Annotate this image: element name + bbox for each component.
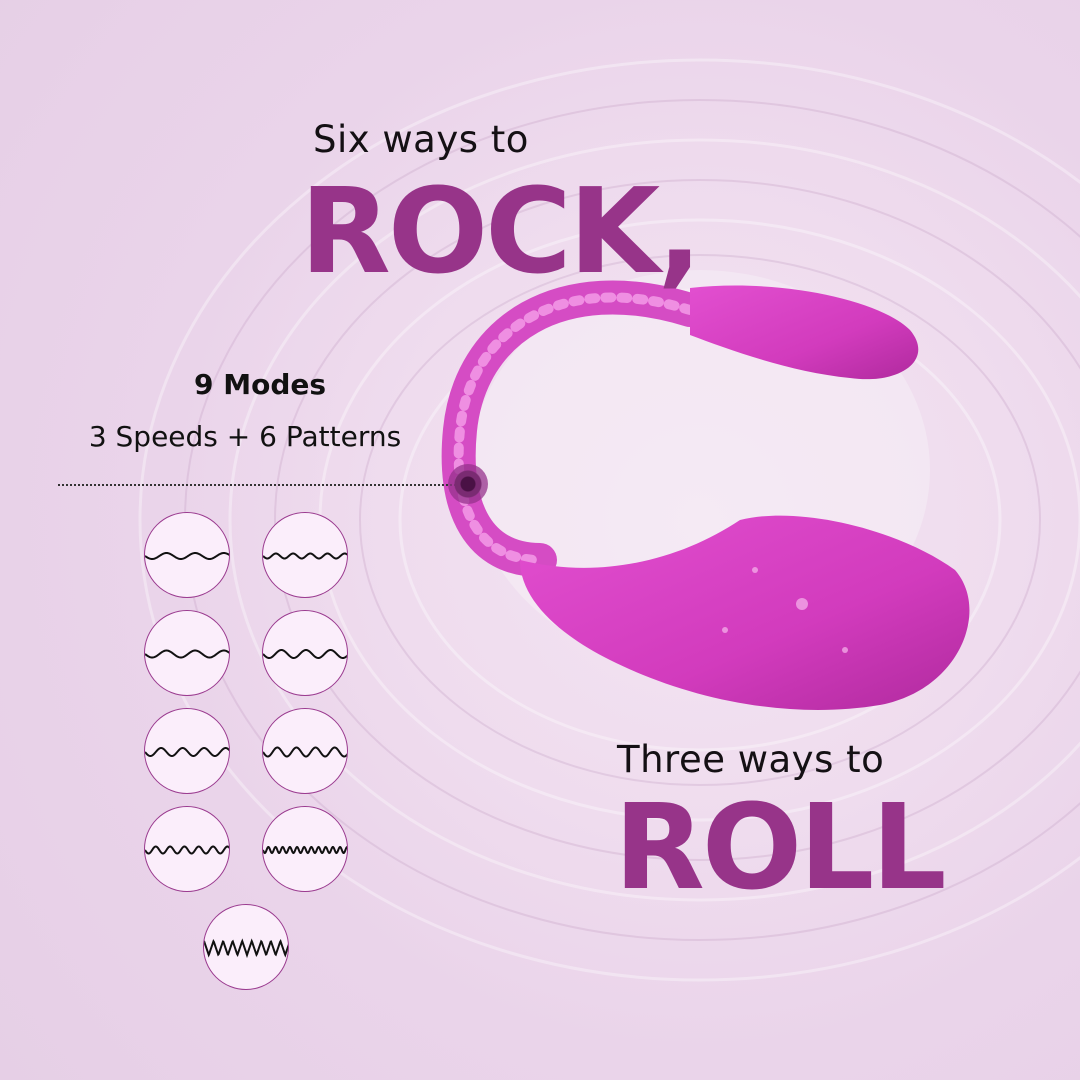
headline-three-ways: Three ways to — [617, 738, 885, 781]
mode-2-wave-icon — [262, 512, 348, 598]
dotted-leader-line — [58, 484, 468, 486]
mode-9-zigzag-icon — [203, 904, 289, 990]
headline-roll: ROLL — [614, 778, 947, 916]
mode-1-wave-icon — [144, 512, 230, 598]
modes-title: 9 Modes — [193, 368, 327, 401]
mode-8-wave-icon — [262, 806, 348, 892]
control-button-marker — [448, 464, 488, 504]
mode-7-wave-icon — [144, 806, 230, 892]
mode-5-wave-icon — [144, 708, 230, 794]
modes-subtitle: 3 Speeds + 6 Patterns — [88, 420, 402, 453]
mode-4-wave-icon — [262, 610, 348, 696]
mode-3-wave-icon — [144, 610, 230, 696]
mode-6-wave-icon — [262, 708, 348, 794]
headline-six-ways: Six ways to — [313, 118, 529, 161]
headline-rock: ROCK, — [300, 162, 702, 300]
